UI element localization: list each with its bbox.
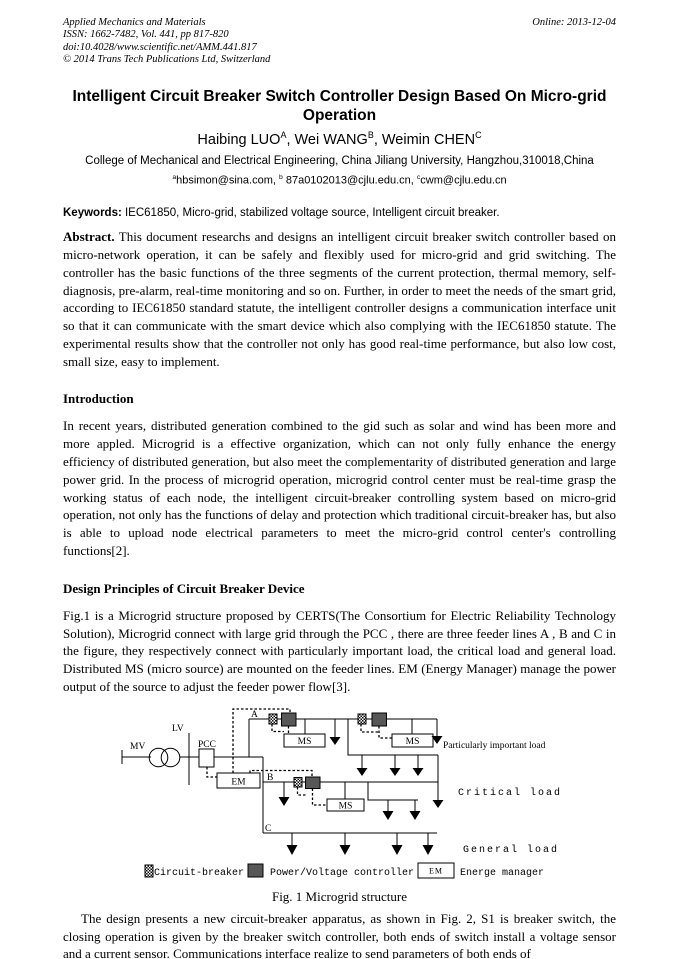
introduction-body: In recent years, distributed generation … [63, 418, 616, 559]
keywords-line: Keywords: IEC61850, Micro-grid, stabiliz… [63, 207, 616, 219]
feeder-b-label: B [267, 773, 273, 783]
email-1-mark: a [172, 174, 177, 182]
email-2-mark: b [278, 174, 283, 182]
journal-doi: doi:10.4028/www.scientific.net/AMM.441.8… [63, 41, 257, 53]
controller-a2-ms-link [378, 725, 392, 739]
circuit-breaker-b [293, 776, 303, 788]
branch-end-arrow-icon [432, 799, 444, 808]
em-box [216, 772, 261, 789]
em-feeder-b-comm-link [249, 769, 313, 776]
pcc-box [198, 748, 215, 768]
circuit-breaker-a2 [357, 713, 367, 725]
author-sep: , [286, 131, 295, 148]
msb-label: MS [339, 801, 353, 811]
legend-circuit-breaker-label: Circuit-breaker [154, 867, 244, 879]
breaker-a2-ms-link [360, 723, 378, 733]
email-1: hbsimon@sina.com, [176, 175, 279, 188]
author-2-affmark: B [367, 129, 374, 140]
mv-label: MV [130, 742, 145, 752]
figure-1-microgrid-diagram: MV LV PCC EM A [110, 705, 580, 887]
legend-controller-label: Power/Voltage controller [270, 867, 414, 879]
load-a1-arrow-icon [329, 736, 341, 745]
feeder-a-label: A [251, 710, 258, 720]
online-date: Online: 2013-12-04 [532, 17, 616, 28]
c-load-arrow-icon [339, 844, 351, 855]
c-load-arrow-icon [422, 844, 434, 855]
author-2: Wei WANG [294, 131, 368, 148]
particularly-important-load-label: Particularly important load [443, 741, 546, 751]
b-branch-load-arrow-icon [382, 810, 394, 820]
keywords-text: IEC61850, Micro-grid, stabilized voltage… [121, 207, 500, 220]
ms2-box [391, 733, 434, 748]
transformer-coil-2 [160, 747, 181, 768]
feeder-c-label: C [265, 824, 271, 834]
legend-energy-manager-label: Energe manager [460, 868, 544, 879]
legend-circuit-breaker-icon [144, 864, 154, 878]
email-2: 87a0102013@cjlu.edu.cn, [282, 175, 417, 188]
author-3: Weimin CHEN [381, 131, 476, 148]
keywords-label: Keywords: [63, 207, 122, 220]
branch-load-arrow-icon [412, 767, 424, 776]
general-load-label: General load [463, 844, 559, 856]
branch-load-arrow-icon [389, 767, 401, 776]
author-1: Haibing LUO [197, 131, 281, 148]
email-3: cwm@cjlu.edu.cn [420, 175, 507, 188]
abstract-label: Abstract. [63, 229, 115, 245]
figure-1-caption: Fig. 1 Microgrid structure [271, 888, 408, 904]
transformer-coil-1 [148, 747, 169, 768]
journal-name: Applied Mechanics and Materials [63, 17, 206, 28]
msb-box [326, 798, 365, 812]
em-label: EM [231, 777, 246, 787]
power-voltage-controller-a2 [371, 712, 387, 727]
pcc-label: PCC [198, 740, 216, 750]
c-load-arrow-icon [286, 844, 298, 855]
author-3-affmark: C [475, 129, 482, 140]
legend-em-box-label: EM [429, 866, 443, 875]
feeder-a-branch [347, 718, 438, 756]
section-heading-introduction: Introduction [63, 391, 134, 407]
branch-load-arrow-icon [356, 767, 368, 776]
breaker-b-ms-link [296, 786, 306, 796]
load-b1-arrow-icon [278, 796, 290, 806]
journal-copyright: © 2014 Trans Tech Publications Ltd, Swit… [63, 54, 271, 66]
journal-header-left: Applied Mechanics and Materials ISSN: 16… [63, 17, 270, 67]
legend-controller-icon [247, 863, 264, 878]
b-branch-load-arrow-icon [409, 810, 421, 820]
breaker-a1-ms-link [271, 723, 284, 732]
author-1-affmark: A [280, 129, 287, 140]
journal-header: Applied Mechanics and Materials ISSN: 16… [63, 17, 616, 67]
author-sep: , [373, 131, 382, 148]
lv-label: LV [172, 724, 184, 734]
pcc-em-comm-link [206, 766, 217, 778]
closing-paragraph: The design presents a new circuit-breake… [63, 910, 616, 959]
power-voltage-controller-a1 [281, 712, 297, 727]
load-a2-arrow-icon [431, 735, 443, 744]
section-heading-design-principles: Design Principles of Circuit Breaker Dev… [63, 580, 305, 596]
microgrid-structure-svg: MV LV PCC EM A [121, 708, 562, 879]
journal-issn: ISSN: 1662-7482, Vol. 441, pp 817-820 [63, 29, 229, 41]
abstract-text: This document researchs and designs an i… [63, 229, 616, 369]
em-feeder-a-comm-link [232, 708, 291, 773]
abstract: Abstract. This document researchs and de… [63, 228, 616, 370]
controller-b-ms-link [311, 788, 327, 806]
critical-load-label: Critical load [458, 787, 562, 799]
power-voltage-controller-b [305, 776, 321, 789]
authors-line: Haibing LUOA, Wei WANGB, Weimin CHENC [63, 130, 616, 148]
circuit-breaker-a1 [268, 713, 278, 725]
c-load-arrow-icon [391, 844, 403, 855]
paper-title: Intelligent Circuit Breaker Switch Contr… [72, 87, 607, 124]
affiliation: College of Mechanical and Electrical Eng… [85, 155, 594, 168]
feeder-b-branch [367, 781, 418, 801]
email-3-mark: c [416, 174, 421, 182]
ms1-label: MS [298, 737, 312, 747]
ms1-box [283, 733, 326, 748]
emails-line: ahbsimon@sina.com, b 87a0102013@cjlu.edu… [63, 174, 616, 187]
legend-em-icon [417, 862, 455, 879]
ms2-label: MS [406, 737, 420, 747]
design-principles-body: Fig.1 is a Microgrid structure proposed … [63, 607, 616, 695]
